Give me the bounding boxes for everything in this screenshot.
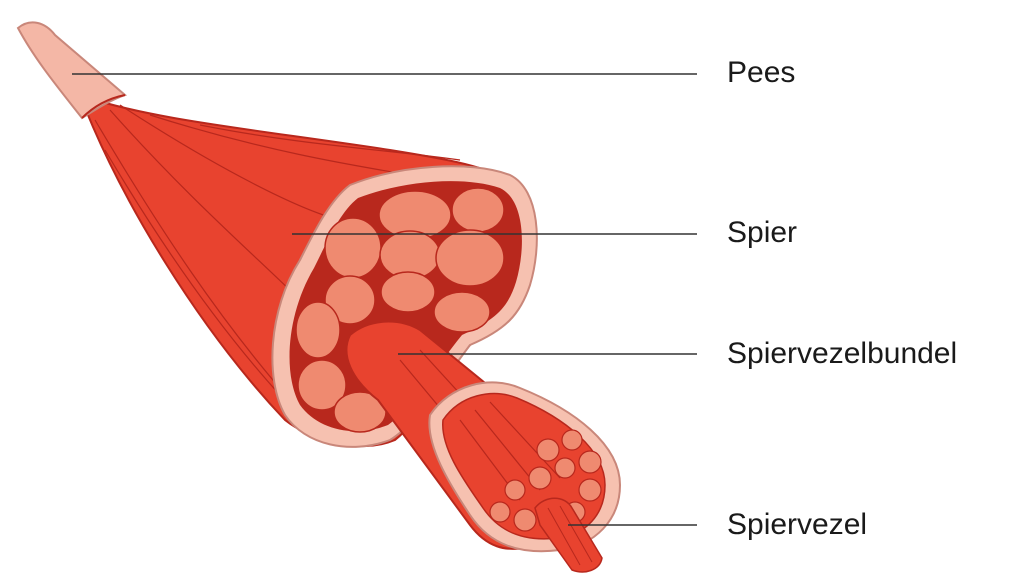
label-fiber: Spiervezel	[727, 510, 867, 540]
label-tendon: Pees	[727, 58, 795, 88]
fiber-cell	[555, 458, 575, 478]
label-muscle: Spier	[727, 218, 797, 248]
fiber-cell	[505, 480, 525, 500]
fiber-cell	[537, 439, 559, 461]
fiber-cell	[514, 509, 536, 531]
fiber-cell	[579, 451, 601, 473]
bundle-cell	[296, 302, 340, 358]
label-fiber-bundle: Spiervezelbundel	[727, 339, 957, 369]
fiber-cell	[579, 479, 601, 501]
fiber-cell	[490, 502, 510, 522]
bundle-cell	[381, 272, 435, 312]
bundle-cell	[452, 188, 504, 232]
fiber-cell	[562, 430, 582, 450]
bundle-cell	[434, 292, 490, 332]
bundle-cell	[436, 230, 504, 286]
bundle-cell	[325, 218, 381, 278]
fiber-cell	[529, 467, 551, 489]
